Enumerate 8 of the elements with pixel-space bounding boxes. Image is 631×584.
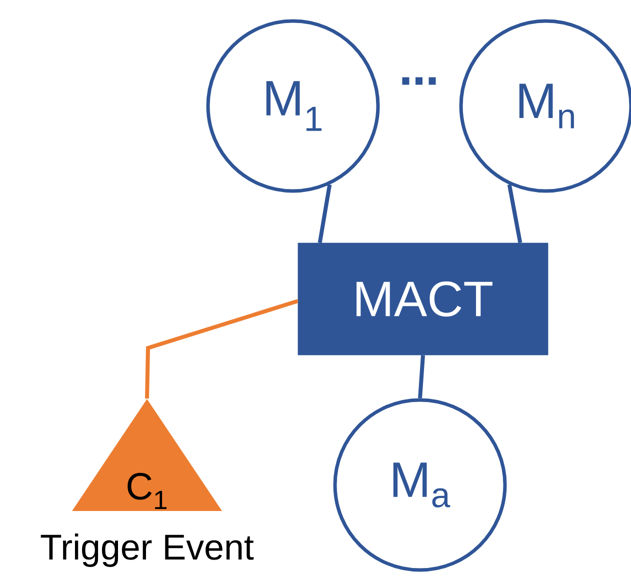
connector-line [318,184,332,244]
trigger-triangle: C$_{1}$ [72,399,222,512]
connector-line [145,299,298,399]
node-caption: Trigger Event [40,534,254,567]
connector-line [418,355,425,398]
ellipsis: ⋯ [402,77,436,85]
connector-line [507,184,522,244]
process-box: MACT [298,242,548,356]
